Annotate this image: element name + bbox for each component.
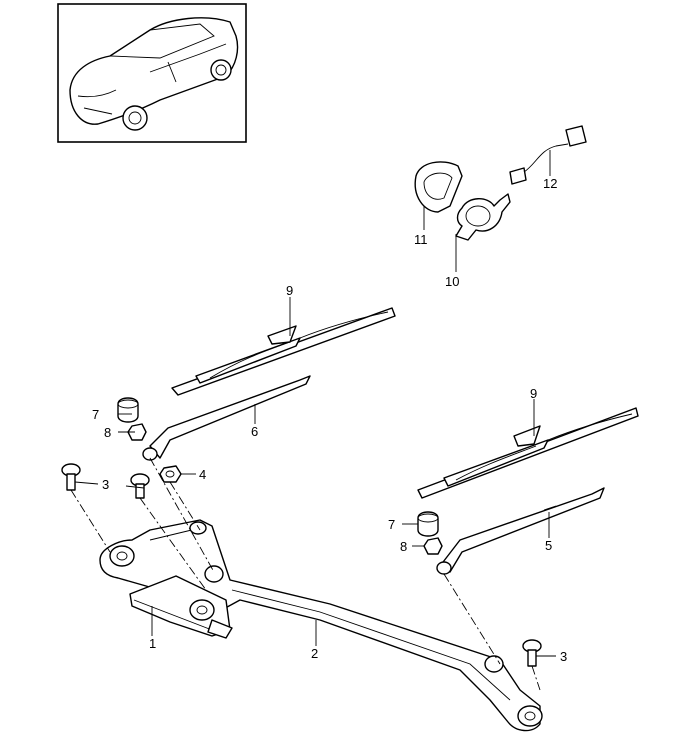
callout-3-right: 3 xyxy=(560,649,567,664)
callout-9-upper: 9 xyxy=(286,283,293,298)
assembly-lines xyxy=(70,457,541,691)
callout-8-right: 8 xyxy=(400,539,407,554)
callout-2: 2 xyxy=(311,646,318,661)
callout-9-right: 9 xyxy=(530,386,537,401)
leader-lines xyxy=(74,150,556,657)
wiper-linkage xyxy=(99,519,543,732)
callout-labels: 1 2 3 3 4 5 6 7 7 8 8 9 9 10 11 12 xyxy=(92,176,567,664)
wiper-motor xyxy=(129,575,233,639)
callout-6: 6 xyxy=(251,424,258,439)
bolt-middle xyxy=(130,473,150,499)
callout-7-right: 7 xyxy=(388,517,395,532)
callout-11: 11 xyxy=(414,232,428,247)
callout-7-upper: 7 xyxy=(92,407,99,422)
wiper-blade-upper xyxy=(171,307,396,396)
callout-5: 5 xyxy=(545,538,552,553)
bolt-left xyxy=(61,463,81,491)
callout-10: 10 xyxy=(445,274,459,289)
nut-motor-shaft xyxy=(159,465,182,483)
rain-sensor-cover xyxy=(414,161,463,213)
callout-3-left: 3 xyxy=(102,477,109,492)
callout-12: 12 xyxy=(543,176,557,191)
cap-right xyxy=(417,511,439,537)
callout-4: 4 xyxy=(199,467,206,482)
cap-upper xyxy=(117,397,139,423)
vehicle-overview-inset xyxy=(57,3,247,143)
bolt-right xyxy=(522,639,542,667)
nut-right xyxy=(423,537,443,555)
callout-8-upper: 8 xyxy=(104,425,111,440)
rain-sensor xyxy=(455,193,511,241)
sensor-cable xyxy=(509,125,587,185)
wiper-blade-right xyxy=(417,407,639,499)
car-illustration xyxy=(69,17,239,131)
callout-1: 1 xyxy=(149,636,156,651)
wiper-arm-right xyxy=(436,487,605,575)
wiper-arm-upper xyxy=(142,375,311,461)
